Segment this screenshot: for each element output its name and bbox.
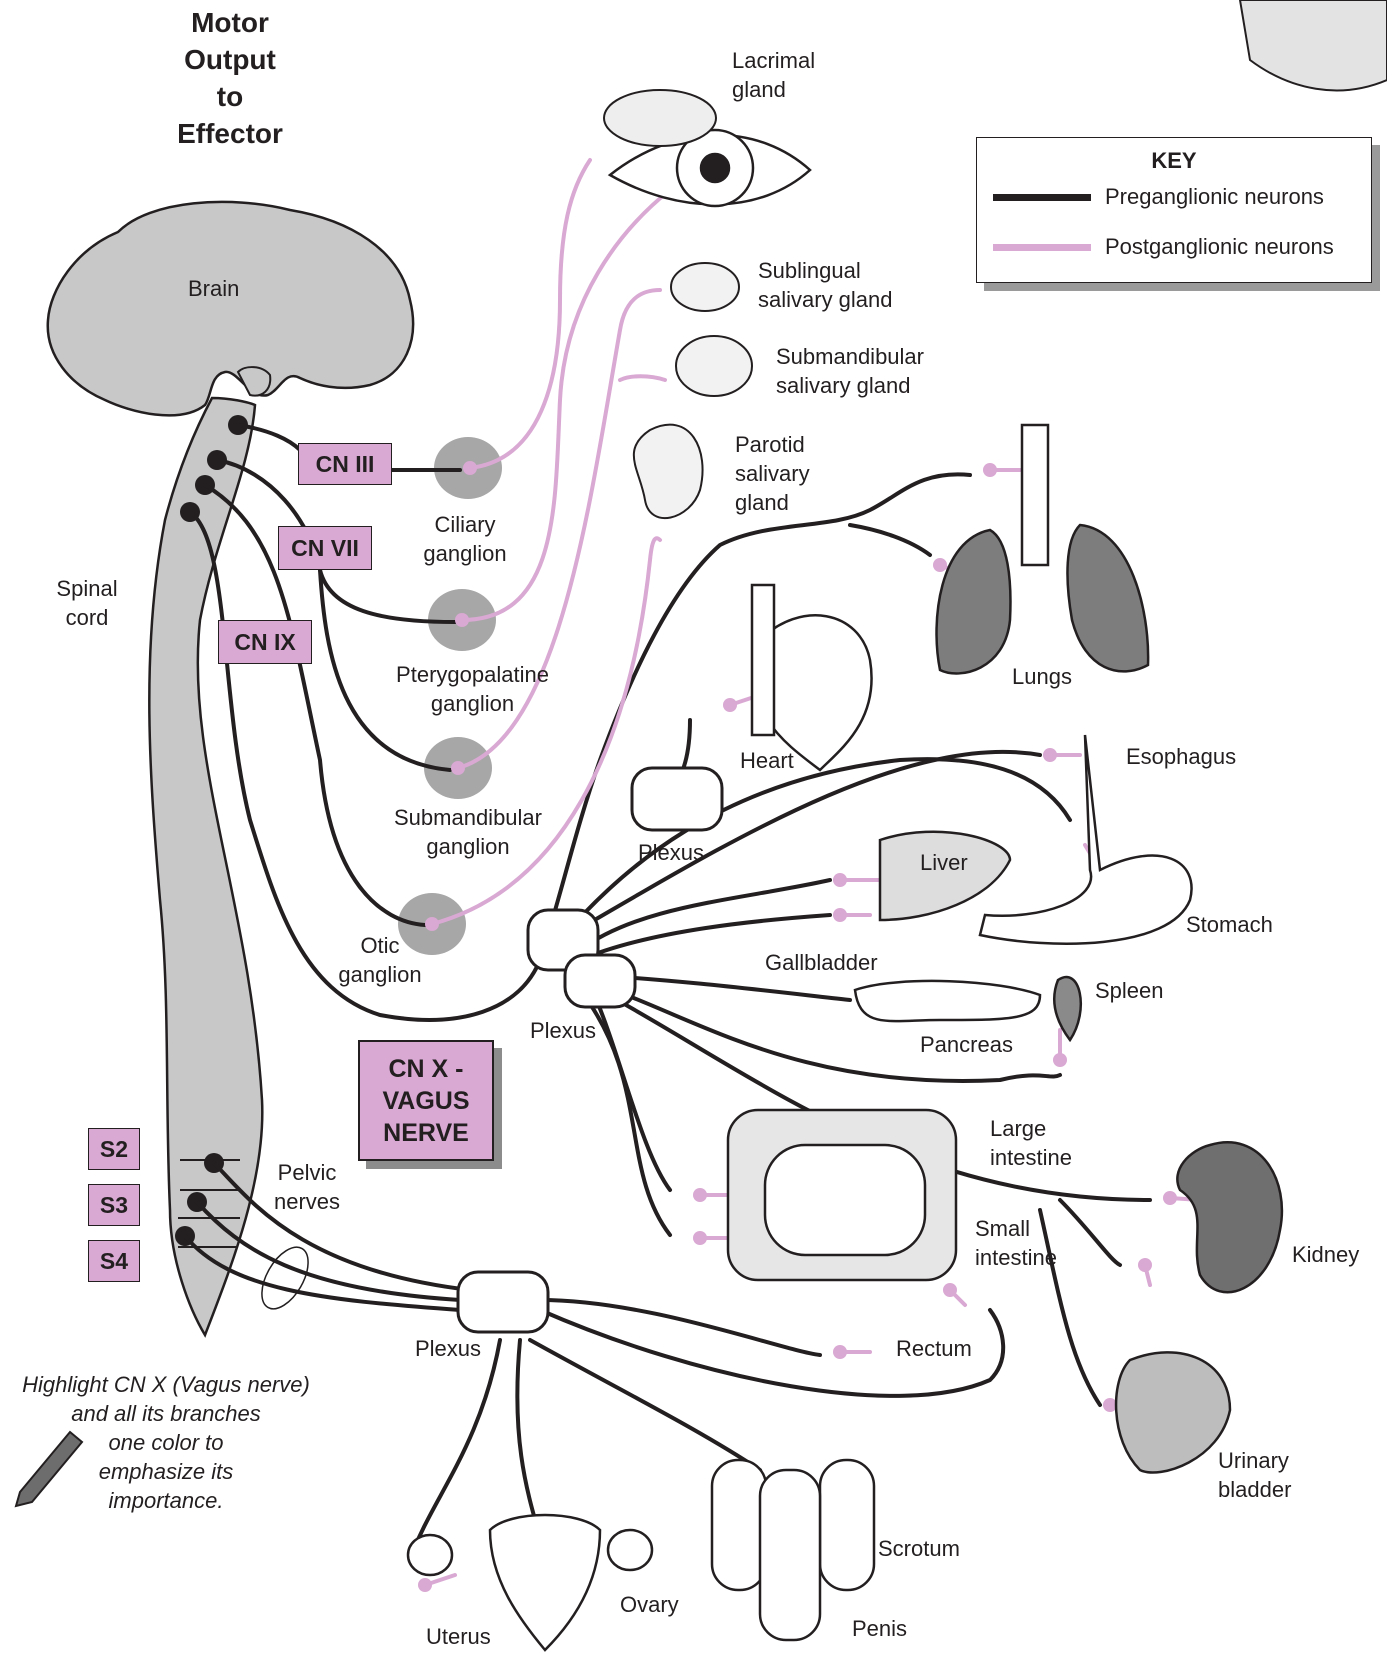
submandibular-ganglion-label: Submandibular ganglion (378, 803, 558, 861)
legend-swatch-postganglionic (993, 244, 1091, 251)
lacrimal-gland (604, 90, 716, 146)
kidney (1177, 1142, 1282, 1292)
cn-x-vagus-label: CN X - VAGUS NERVE (358, 1040, 494, 1161)
esophagus-label: Esophagus (1126, 742, 1236, 771)
heart (752, 585, 872, 770)
large-intestine-label: Large intestine (990, 1114, 1072, 1172)
liver-label: Liver (920, 848, 968, 877)
s4-label: S4 (88, 1240, 140, 1282)
diagram-title: Motor Output to Effector (140, 4, 320, 152)
scrotum-label: Scrotum (878, 1534, 960, 1563)
legend-swatch-preganglionic (993, 194, 1091, 201)
legend-title: KEY (977, 148, 1371, 174)
spleen-label: Spleen (1095, 976, 1164, 1005)
legend-key: KEY Preganglionic neurons Postganglionic… (976, 137, 1372, 283)
sublingual-gland-label: Sublingual salivary gland (758, 256, 893, 314)
spinal-cord-label: Spinal cord (42, 574, 132, 632)
cn-iii-label: CN III (298, 443, 392, 485)
urinary-bladder (1116, 1352, 1230, 1472)
urinary-bladder-label: Urinary bladder (1218, 1446, 1291, 1504)
pelvic-nerves-bracket (252, 1240, 317, 1317)
parotid-gland-label: Parotid salivary gland (735, 430, 810, 517)
cn-ix-label: CN IX (218, 620, 312, 664)
stomach-label: Stomach (1186, 910, 1273, 939)
pelvic-plexus-label: Plexus (415, 1334, 481, 1363)
kidney-label: Kidney (1292, 1240, 1359, 1269)
legend-label-postganglionic: Postganglionic neurons (1105, 234, 1334, 260)
ciliary-ganglion-label: Ciliary ganglion (405, 510, 525, 568)
lungs-label: Lungs (1012, 662, 1072, 691)
pelvic-nerves-label: Pelvic nerves (262, 1158, 352, 1216)
s2-label: S2 (88, 1128, 140, 1170)
s3-label: S3 (88, 1184, 140, 1226)
pencil-corner-decoration (1240, 0, 1387, 90)
coloring-instruction: Highlight CN X (Vagus nerve) and all its… (6, 1370, 326, 1515)
heart-label: Heart (740, 746, 794, 775)
lungs (937, 425, 1149, 673)
ovary-label: Ovary (620, 1590, 679, 1619)
brain-label: Brain (188, 274, 239, 303)
otic-ganglion-label: Otic ganglion (325, 931, 435, 989)
celiac-plexus-label: Plexus (530, 1016, 596, 1045)
small-intestine-label: Small intestine (975, 1214, 1057, 1272)
gallbladder-label: Gallbladder (765, 948, 878, 977)
submandibular-gland-label: Submandibular salivary gland (776, 342, 924, 400)
penis-label: Penis (852, 1614, 907, 1643)
cn-vii-label: CN VII (278, 526, 372, 570)
pterygopalatine-ganglion-label: Pterygopalatine ganglion (380, 660, 565, 718)
pancreas-label: Pancreas (920, 1030, 1013, 1059)
rectum-label: Rectum (896, 1334, 972, 1363)
brain-shape (48, 202, 413, 415)
uterus-label: Uterus (426, 1622, 491, 1651)
legend-label-preganglionic: Preganglionic neurons (1105, 184, 1324, 210)
lacrimal-gland-label: Lacrimal gland (732, 46, 815, 104)
cardiac-plexus-label: Plexus (638, 838, 704, 867)
